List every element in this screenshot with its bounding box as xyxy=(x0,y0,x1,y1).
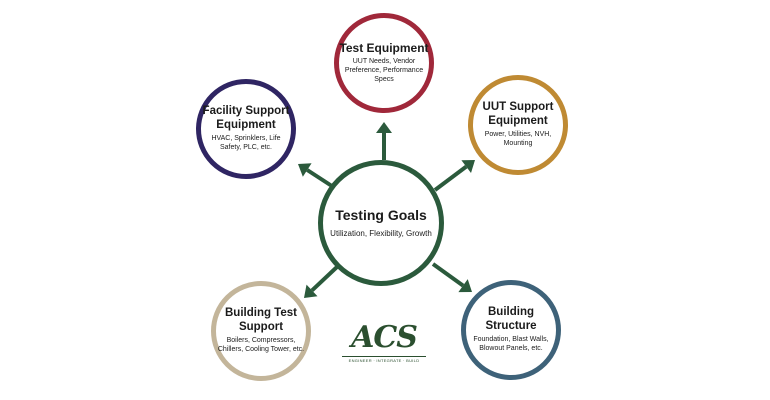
logo-wordmark: ACS xyxy=(351,320,418,355)
acs-logo: ACS ENGINEER · INTEGRATE · BUILD xyxy=(342,322,426,364)
node-description: Foundation, Blast Walls, Blowout Panels,… xyxy=(473,336,549,353)
node-description: UUT Needs, Vendor Preference, Performanc… xyxy=(344,58,424,84)
node-title: Test Equipment xyxy=(339,40,429,55)
node-description: HVAC, Sprinklers, Life Safety, PLC, etc. xyxy=(211,135,281,152)
logo-tagline: ENGINEER · INTEGRATE · BUILD xyxy=(342,356,426,363)
node-title: Building Test Support xyxy=(225,306,297,333)
node-facility-support-equipment: Facility Support Equipment HVAC, Sprinkl… xyxy=(196,79,296,179)
arrow-to-building-test-support xyxy=(304,264,340,298)
node-uut-support-equipment: UUT Support Equipment Power, Utilities, … xyxy=(468,75,568,175)
arrow-to-uut-support xyxy=(433,160,475,192)
node-description: Power, Utilities, NVH, Mounting xyxy=(484,131,552,148)
node-title: Facility Support Equipment xyxy=(202,104,290,131)
arrow-to-test-equipment xyxy=(376,122,392,160)
center-description: Utilization, Flexibility, Growth xyxy=(330,228,432,238)
node-building-test-support: Building Test Support Boilers, Compresso… xyxy=(211,281,311,381)
node-title: UUT Support Equipment xyxy=(482,100,554,127)
center-title: Testing Goals xyxy=(335,207,427,224)
node-description: Boilers, Compressors, Chillers, Cooling … xyxy=(217,337,305,354)
node-title: Building Structure xyxy=(485,305,537,332)
arrow-to-building-structure xyxy=(431,262,472,293)
node-test-equipment: Test Equipment UUT Needs, Vendor Prefere… xyxy=(334,13,434,113)
node-building-structure: Building Structure Foundation, Blast Wal… xyxy=(461,280,561,380)
center-node-testing-goals: Testing Goals Utilization, Flexibility, … xyxy=(318,160,444,286)
